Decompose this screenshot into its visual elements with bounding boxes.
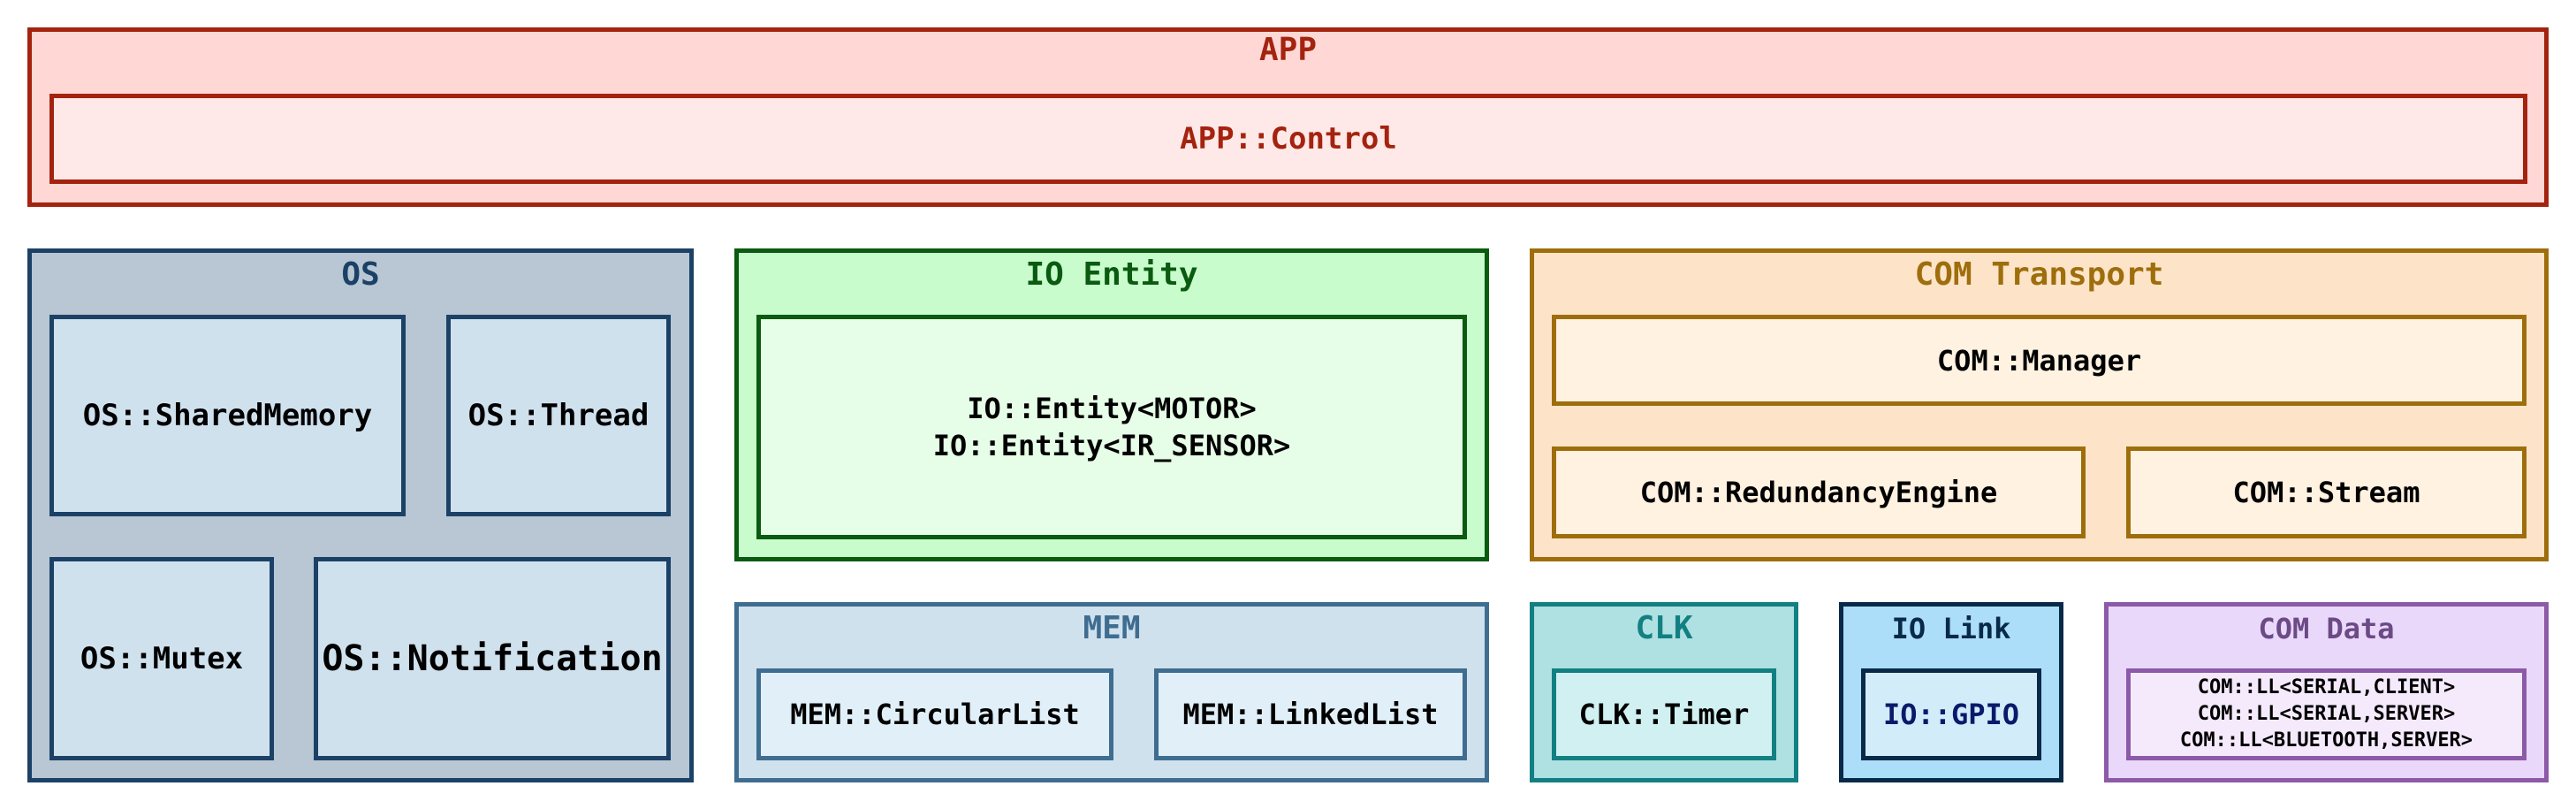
com-stream-module: COM::Stream	[2126, 446, 2527, 538]
mem-linked-list-module: MEM::LinkedList	[1154, 668, 1467, 760]
io-entity-motor-label: IO::Entity<MOTOR>	[967, 392, 1257, 425]
io-link-layer-title: IO Link	[1891, 612, 2011, 645]
app-layer-title: APP	[1258, 32, 1318, 68]
os-layer-title: OS	[341, 256, 380, 293]
com-redundancy-engine-module: COM::RedundancyEngine	[1552, 446, 2086, 538]
os-thread-module: OS::Thread	[446, 315, 671, 516]
com-ll-serial-client-label: COM::LL<SERIAL,CLIENT>	[2197, 676, 2456, 698]
os-notification-module: OS::Notification	[314, 557, 671, 760]
mem-circular-list-module: MEM::CircularList	[756, 668, 1113, 760]
mem-layer-title: MEM	[1083, 610, 1141, 646]
com-ll-serial-server-label: COM::LL<SERIAL,SERVER>	[2197, 703, 2456, 725]
clk-layer-title: CLK	[1635, 610, 1693, 646]
io-entity-module: IO::Entity<MOTOR> IO::Entity<IR_SENSOR>	[756, 315, 1467, 539]
com-data-module: COM::LL<SERIAL,CLIENT> COM::LL<SERIAL,SE…	[2126, 668, 2527, 760]
os-shared-memory-module: OS::SharedMemory	[49, 315, 406, 516]
io-gpio-module: IO::GPIO	[1861, 668, 2041, 760]
com-transport-layer-title: COM Transport	[1914, 256, 2164, 293]
clk-timer-module: CLK::Timer	[1552, 668, 1776, 760]
com-ll-bluetooth-server-label: COM::LL<BLUETOOTH,SERVER>	[2179, 729, 2473, 752]
io-entity-ir-sensor-label: IO::Entity<IR_SENSOR>	[932, 429, 1291, 462]
os-mutex-module: OS::Mutex	[49, 557, 274, 760]
com-manager-module: COM::Manager	[1552, 315, 2527, 406]
app-control-module: APP::Control	[49, 94, 2527, 184]
com-data-layer-title: COM Data	[2258, 612, 2395, 645]
io-entity-layer-title: IO Entity	[1025, 256, 1198, 293]
